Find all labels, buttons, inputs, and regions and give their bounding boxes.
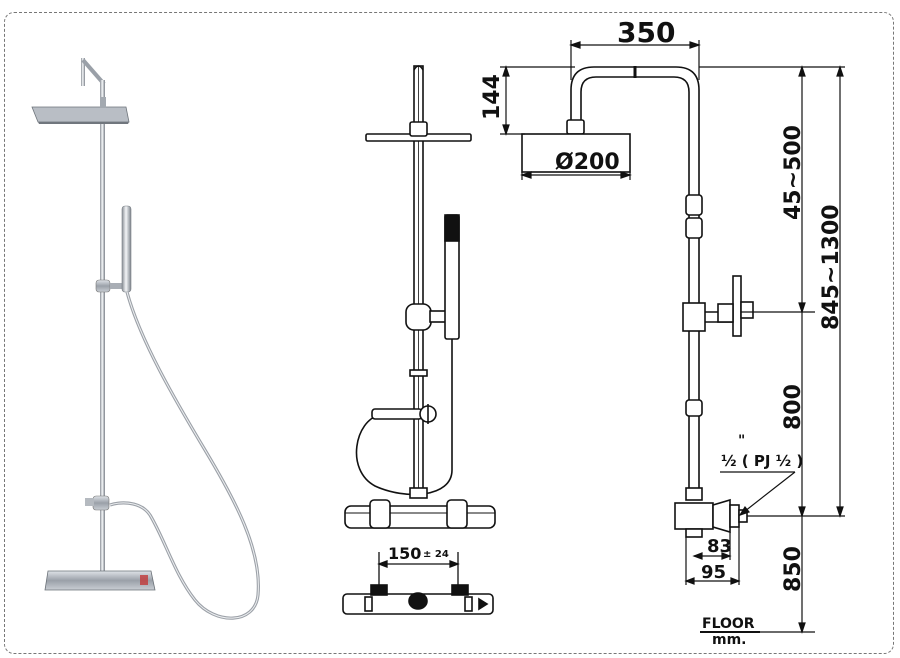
top-view-outlet [408,592,428,610]
dim-head-diameter-label: Ø200 [555,150,620,175]
front-thermostatic-bar [344,505,496,529]
dim-inlet-spacing [377,552,460,588]
side-wall-bracket [732,275,742,337]
floor-label: FLOOR [702,616,755,632]
dim-width-top-label: 350 [617,16,675,49]
thread-mark-label: " [738,433,745,449]
dim-wall-offset-a-label: 83 [707,536,732,557]
photo-hose [109,291,260,620]
front-view [342,65,496,615]
dim-adjust-range-label: 45~500 [781,125,806,220]
photo-arm-left [81,58,85,86]
photo-holder-clamp [95,279,111,293]
front-slide-holder [405,303,432,331]
front-hand-shower-face [444,214,460,242]
dim-total-height-label: 845~1300 [819,204,844,330]
photo-diverter [92,495,110,511]
side-thermostatic-body [674,502,714,530]
side-head-connector [566,119,585,135]
dim-bar-spacing-label: 800 [781,384,806,430]
dim-inlet-tolerance-label: ± 24 [423,549,449,560]
side-top-arm-outer [570,66,700,500]
dim-inlet-spacing-label: 150 [388,544,421,563]
side-slide-holder [682,302,706,332]
front-hose [355,339,453,496]
side-dimensions [500,40,845,634]
unit-label: mm. [712,632,747,648]
photo-riser-pipe [100,80,105,580]
front-inlet-left [369,499,391,529]
photo-hot-indicator [140,575,148,585]
dim-wall-offset-b-label: 95 [701,562,726,583]
side-shower-head [521,133,631,173]
dim-head-height-label: 144 [480,74,505,120]
front-inlet-right [446,499,468,529]
thread-spec-label: ½ ( PJ ½ ) [721,452,803,470]
dim-valve-height-label: 850 [781,546,806,592]
front-head-connector [409,121,428,137]
photo-hand-shower [121,205,132,293]
side-view [521,66,754,538]
front-diverter [371,408,423,420]
product-photo [31,58,260,620]
photo-shower-head [31,106,130,123]
photo-thermostatic-bar [44,570,156,591]
drawing-frame [4,12,894,654]
